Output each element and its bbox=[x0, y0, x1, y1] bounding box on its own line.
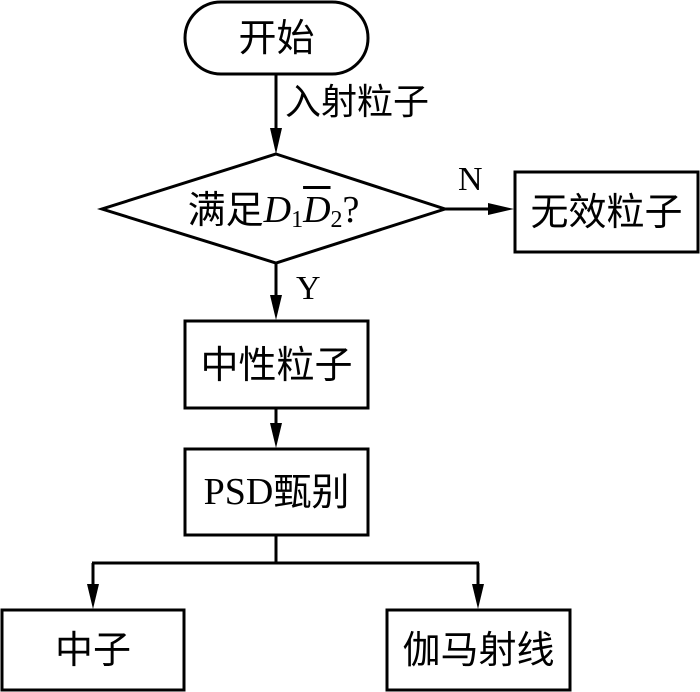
decision-sub-1: 1 bbox=[291, 207, 304, 233]
decision-var-d1: D bbox=[263, 189, 292, 231]
psd-cjk-text: 甄别 bbox=[273, 470, 350, 514]
neutron-box-shape bbox=[0, 608, 186, 692]
gamma-ray-box-shape bbox=[385, 608, 572, 692]
neutral-particle-label: 中性粒子 bbox=[185, 321, 368, 408]
edge-label-incident-particle: 入射粒子 bbox=[285, 82, 430, 123]
arrowhead-decision-to-invalid bbox=[488, 203, 514, 215]
decision-sub-2: 2 bbox=[330, 207, 343, 233]
arrowhead-neutral-to-psd bbox=[270, 423, 282, 448]
gamma-ray-label: 伽马射线 bbox=[387, 610, 570, 690]
neutron-label: 中子 bbox=[2, 610, 184, 690]
neutron-text: 中子 bbox=[54, 628, 131, 672]
invalid-particle-label: 无效粒子 bbox=[515, 172, 698, 252]
decision-var-d2-bar: D bbox=[303, 189, 331, 231]
invalid-particle-box-shape bbox=[513, 170, 700, 254]
edge-label-no: N bbox=[458, 161, 483, 198]
psd-box-shape bbox=[183, 447, 370, 537]
arrowhead-psd-to-neutron bbox=[87, 584, 99, 609]
start-label: 开始 bbox=[185, 2, 368, 74]
gamma-ray-text: 伽马射线 bbox=[402, 628, 555, 672]
invalid-particle-text: 无效粒子 bbox=[530, 190, 683, 234]
arrowhead-decision-to-neutral bbox=[270, 295, 282, 320]
arrowhead-psd-to-gamma bbox=[472, 584, 484, 609]
edge-label-yes: Y bbox=[296, 270, 321, 307]
arrowhead-start-to-decision bbox=[270, 128, 282, 154]
neutral-particle-box-shape bbox=[183, 319, 370, 410]
psd-latin-text: PSD bbox=[203, 471, 274, 513]
decision-prefix-text: 满足 bbox=[187, 188, 264, 232]
neutral-particle-text: 中性粒子 bbox=[200, 342, 353, 387]
start-text: 开始 bbox=[238, 16, 315, 60]
decision-question-mark: ? bbox=[342, 189, 360, 231]
